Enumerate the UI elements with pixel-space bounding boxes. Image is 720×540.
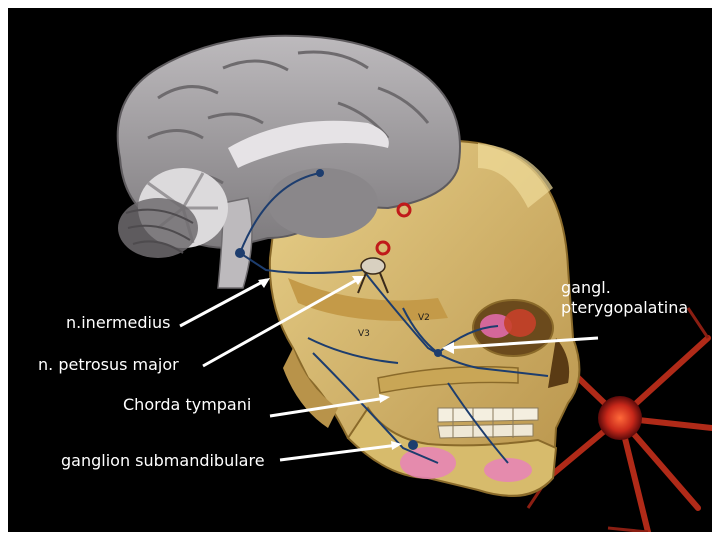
label-n-petrosus-major: n. petrosus major xyxy=(38,355,179,374)
pointer-lines xyxy=(179,276,599,462)
neuron-graphic xyxy=(526,307,712,532)
pointer-arrowheads xyxy=(258,276,454,450)
label-gangl-pterygopalatina-line2: pterygopalatina xyxy=(561,298,689,317)
geniculate-ganglion xyxy=(357,257,389,294)
nerve-nodes xyxy=(235,169,442,450)
brain xyxy=(116,34,461,289)
label-chorda-tympani: Chorda tympani xyxy=(123,395,252,414)
head-anatomy-illustration: V2 V3 xyxy=(116,34,712,532)
nerve-label-v2: V2 xyxy=(418,313,430,323)
label-n-inermedius: n.inermedius xyxy=(66,313,171,332)
label-gangl-pterygopalatina: gangl. pterygopalatina xyxy=(561,278,688,318)
cerebellum xyxy=(118,168,228,258)
nerve-label-v3: V3 xyxy=(358,329,370,339)
vessel-markers xyxy=(375,202,412,256)
label-gangl-pterygopalatina-line1: gangl. xyxy=(561,278,611,297)
slide-canvas: V2 V3 n.inermedius n. petrosus major Cho… xyxy=(8,8,712,532)
label-ganglion-submandibulare: ganglion submandibulare xyxy=(61,451,265,470)
